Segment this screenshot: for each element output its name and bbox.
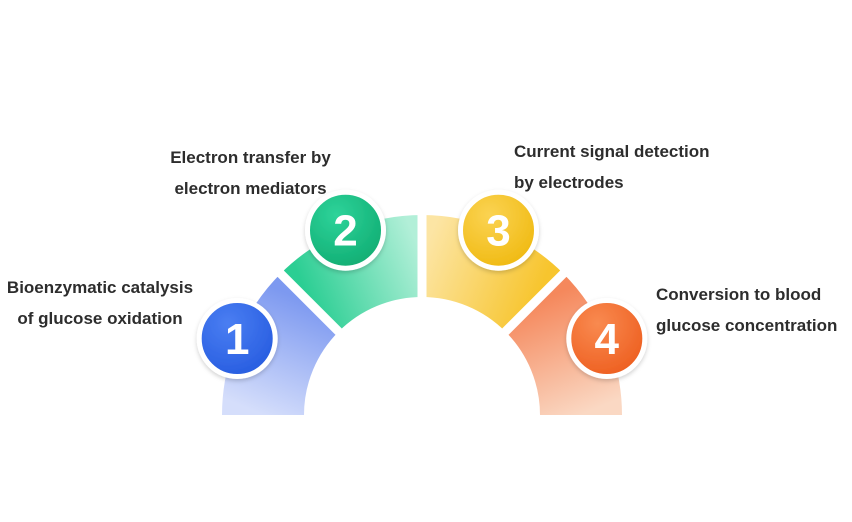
step-label-4-line-2: glucose concentration [656, 316, 838, 335]
step-label-3-line-1: Current signal detection [514, 142, 710, 161]
step-badge-circle-2 [305, 189, 386, 271]
step-label-3: Current signal detection by electrodes [514, 136, 710, 198]
arch-segment-2 [280, 215, 422, 332]
step-label-1: Bioenzymatic catalysis of glucose oxidat… [2, 272, 198, 334]
step-number-2: 2 [333, 207, 357, 256]
segment-gap-line-45 [418, 259, 578, 419]
step-label-1-line-2: of glucose oxidation [17, 309, 183, 328]
arch-segment-3 [422, 215, 564, 332]
step-number-1: 1 [225, 315, 249, 364]
step-label-1-line-1: Bioenzymatic catalysis [6, 278, 194, 297]
step-number-4: 4 [595, 315, 620, 364]
step-label-2-line-2: electron mediators [174, 179, 327, 198]
step-badge-2: 2 [305, 189, 386, 271]
step-label-2-line-1: Electron transfer by [170, 148, 331, 167]
step-label-4-line-1: Conversion to blood [656, 285, 822, 304]
step-number-3: 3 [486, 207, 510, 256]
step-label-2: Electron transfer by electron mediators [148, 142, 353, 204]
step-label-3-line-2: by electrodes [514, 173, 624, 192]
arch-segment-1 [222, 273, 339, 415]
step-badge-4: 4 [566, 298, 648, 379]
step-label-4: Conversion to blood glucose concentratio… [656, 279, 837, 341]
step-badge-3: 3 [458, 189, 539, 271]
step-badge-circle-4 [566, 298, 648, 379]
arch-segment-4 [505, 273, 622, 415]
step-badge-1: 1 [196, 298, 278, 379]
segment-gap-line-135 [266, 259, 426, 419]
step-badge-circle-1 [196, 298, 278, 379]
step-badge-circle-3 [458, 189, 539, 271]
